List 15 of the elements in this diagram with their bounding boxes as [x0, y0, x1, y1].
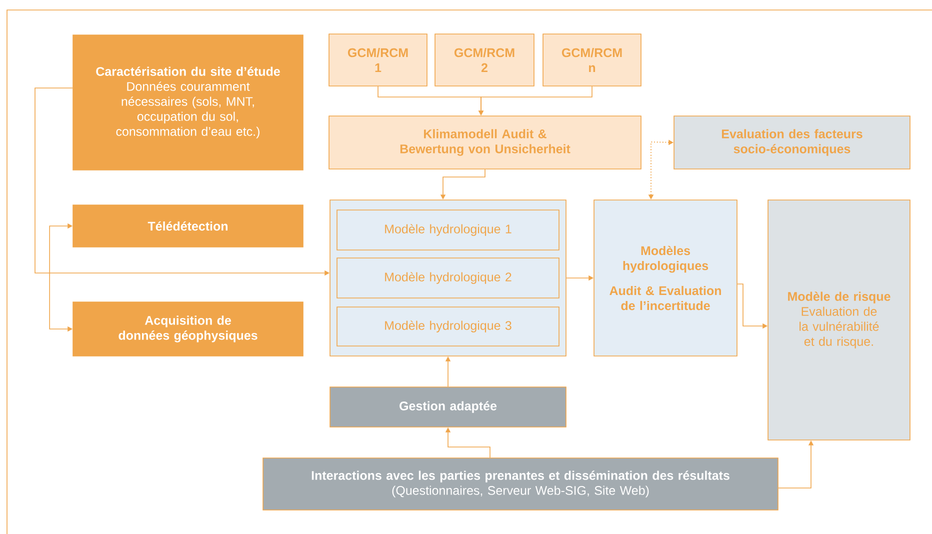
model-box: GCM/RCM 1	[328, 34, 428, 86]
process-box: Télédétection	[72, 204, 304, 248]
model-box: Modèle hydrologique 1	[336, 210, 560, 250]
process-box: Gestion adaptée	[330, 386, 566, 428]
model-box: GCM/RCM 2	[434, 34, 534, 86]
process-box: Modèles hydrologiques Audit & Evaluation de l’incertitude	[594, 200, 738, 356]
model-box: Modèle hydrologique 2	[336, 258, 560, 298]
model-box: GCM/RCM n	[542, 34, 642, 86]
process-box: Modèle de risque Evaluation de la vulnérabilité et du risque.	[768, 200, 910, 440]
process-box: Klimamodell Audit & Bewertung von Unsicherheit	[328, 116, 642, 170]
process-box: Interactions avec les parties prenantes et dissémination des résultats (Questionnaires, Serveur Web-SIG, Site Web)	[262, 458, 778, 510]
process-box: Acquisition de données géophysiques	[72, 302, 304, 356]
process-box: Evaluation des facteurs socio-économiques	[674, 116, 910, 170]
model-box: Modèle hydrologique 3	[336, 306, 560, 346]
process-box: Caractérisation du site d’étude Données couramment nécessaires (sols, MNT, occupation du sol, consommation d’eau etc.)	[72, 34, 304, 170]
